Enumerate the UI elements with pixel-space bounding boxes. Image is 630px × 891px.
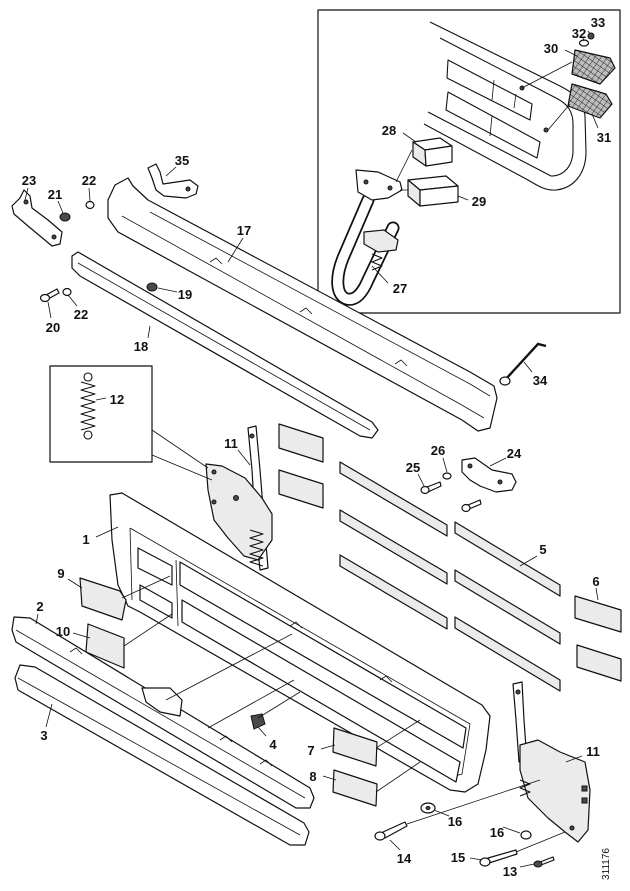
callout: 34 [533,373,548,388]
lower-strip-18 [71,251,379,439]
bolt-14 [374,821,408,841]
step-27 [331,169,403,306]
callout: 17 [237,223,251,238]
bar-3 [14,664,310,846]
washer-22 [85,200,95,210]
pad-31 [567,83,613,119]
plate-upper [278,423,324,463]
callout: 33 [591,15,605,30]
callout: 24 [507,446,522,461]
callout: 8 [309,769,316,784]
inset-detail [317,9,621,314]
plate-upper [278,469,324,509]
inset-grille-bar [489,79,517,137]
bracket-23-hole [23,199,29,205]
clip-4 [250,713,266,730]
callout: 9 [57,566,64,581]
hinge-11-upper [205,425,273,571]
drawing-number: 311176 [601,848,612,880]
panel-9 [79,577,127,621]
bracket-35-hole [185,186,191,192]
bar-2 [11,616,315,809]
inset-frame [317,9,621,314]
hinge-11-lower [512,681,591,843]
callout: 10 [56,624,70,639]
detail-box-12 [49,365,153,463]
block-29 [407,175,459,207]
washer-26 [442,472,452,480]
washer-22-lower [62,287,72,297]
callout: 23 [22,173,36,188]
callout: 28 [382,123,396,138]
callout: 19 [178,287,192,302]
panel-8 [332,769,378,807]
screw-33 [587,32,595,40]
callout: 22 [82,173,96,188]
callout: 2 [36,599,43,614]
callout: 11 [224,436,238,451]
leader-lines [24,30,599,868]
bolt-20 [39,288,60,303]
callout: 16 [448,814,462,829]
callout: 4 [269,737,277,752]
callout: 21 [48,187,62,202]
callout-labels: 33 32 30 31 28 29 27 35 23 22 21 17 19 2… [22,15,611,879]
inset-grille-slot [446,59,533,121]
callout: 25 [406,460,420,475]
pad-30 [571,49,616,85]
callout: 26 [431,443,445,458]
callout: 7 [307,743,314,758]
bracket-24-hole [497,479,503,485]
callout: 11 [586,744,600,759]
bolt-15 [479,849,518,867]
bolt-25 [420,481,442,495]
strips-5 [339,461,561,692]
panel-7 [332,727,378,767]
callout: 15 [451,850,465,865]
callout: 16 [490,825,504,840]
callout: 18 [134,339,148,354]
callout: 12 [110,392,124,407]
callout: 13 [503,864,517,879]
bracket-35 [147,163,199,199]
callout: 31 [597,130,611,145]
panel-10 [85,623,125,669]
bolt-bracket-24 [461,499,482,513]
inset-grille-slot [445,91,541,159]
callout: 27 [393,281,407,296]
rod-34 [499,342,547,386]
callout: 30 [544,41,558,56]
block-28 [412,137,453,167]
nut-19 [146,282,158,292]
spring-12 [80,372,96,440]
callout: 5 [539,542,546,557]
screw-13 [533,856,555,868]
bracket-24 [461,457,517,493]
callout: 3 [40,728,47,743]
callout: 6 [592,574,599,589]
callout: 35 [175,153,189,168]
upper-panel-17 [107,177,498,432]
bracket-24-hole [467,463,473,469]
nut-21 [59,212,71,222]
bracket-23-hole [51,234,57,240]
washer-16 [420,802,436,814]
callout: 14 [397,851,412,866]
plate-6 [576,644,622,682]
callout: 29 [472,194,486,209]
plate-6 [574,595,622,633]
callout: 1 [82,532,89,547]
washer-16-b [520,830,532,840]
inset-grille-inner-edge [427,37,574,177]
callout: 32 [572,26,586,41]
grille-1 [109,492,491,793]
callout: 20 [46,320,60,335]
inset-mount-hole [543,127,549,133]
callout: 22 [74,307,88,322]
